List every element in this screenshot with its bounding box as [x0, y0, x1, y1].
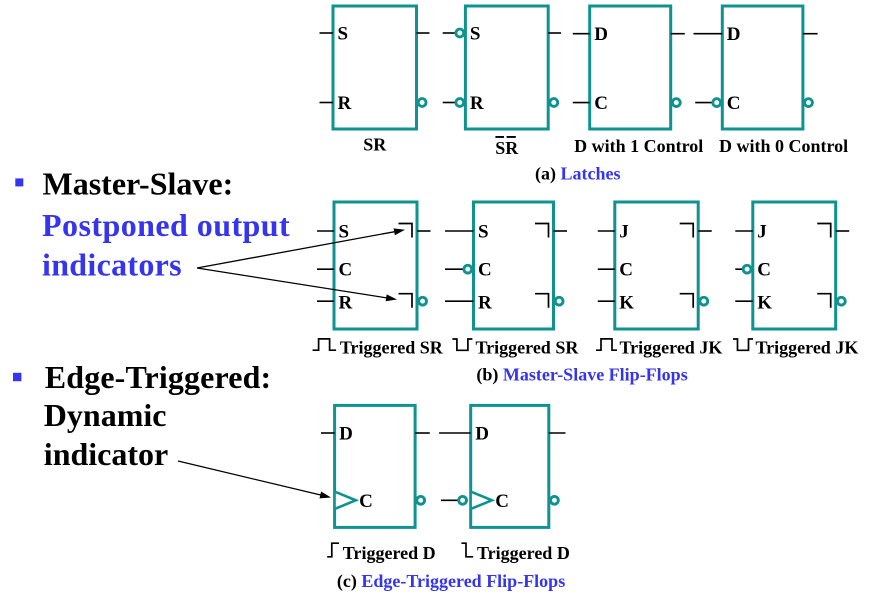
svg-text:indicator: indicator [44, 436, 168, 472]
svg-text:Triggered D: Triggered D [343, 543, 436, 563]
svg-text:K: K [757, 293, 772, 314]
svg-text:Triggered JK: Triggered JK [620, 337, 723, 357]
svg-text:D: D [475, 424, 489, 445]
svg-text:C: C [619, 260, 633, 281]
svg-text:R: R [470, 93, 484, 114]
svg-text:D with 0 Control: D with 0 Control [719, 136, 848, 156]
svg-text:SR: SR [495, 138, 519, 158]
svg-text:D: D [339, 424, 353, 445]
svg-text:S: S [338, 24, 349, 45]
svg-text:Triggered SR: Triggered SR [340, 337, 444, 357]
svg-text:R: R [478, 293, 492, 314]
svg-text:(c) Edge-Triggered Flip-Flops: (c) Edge-Triggered Flip-Flops [337, 571, 565, 592]
svg-text:D: D [594, 24, 608, 45]
svg-text:S: S [339, 222, 350, 243]
svg-text:C: C [478, 260, 492, 281]
svg-text:C: C [727, 93, 741, 114]
svg-text:D: D [727, 24, 741, 45]
svg-text:Triggered JK: Triggered JK [756, 337, 859, 357]
svg-text:Dynamic: Dynamic [44, 397, 167, 433]
svg-text:K: K [619, 293, 634, 314]
svg-text:Master-Slave:: Master-Slave: [43, 166, 234, 202]
svg-text:Postponed output: Postponed output [42, 207, 290, 243]
svg-text:J: J [757, 222, 767, 243]
svg-text:J: J [619, 222, 629, 243]
svg-text:C: C [359, 491, 373, 512]
svg-text:S: S [470, 24, 481, 45]
svg-text:D with 1 Control: D with 1 Control [574, 136, 703, 156]
svg-text:SR: SR [363, 135, 387, 155]
svg-text:C: C [757, 260, 771, 281]
svg-text:C: C [339, 260, 353, 281]
svg-text:(a) Latches: (a) Latches [535, 164, 621, 185]
svg-text:(b) Master-Slave Flip-Flops: (b) Master-Slave Flip-Flops [476, 364, 687, 385]
svg-text:Triggered D: Triggered D [477, 543, 570, 563]
svg-text:Triggered SR: Triggered SR [476, 337, 580, 357]
svg-text:R: R [338, 93, 352, 114]
svg-text:S: S [478, 222, 489, 243]
svg-text:C: C [594, 93, 608, 114]
svg-text:R: R [339, 293, 353, 314]
svg-text:indicators: indicators [42, 247, 182, 283]
svg-text:C: C [495, 491, 509, 512]
svg-text:Edge-Triggered:: Edge-Triggered: [45, 359, 271, 395]
